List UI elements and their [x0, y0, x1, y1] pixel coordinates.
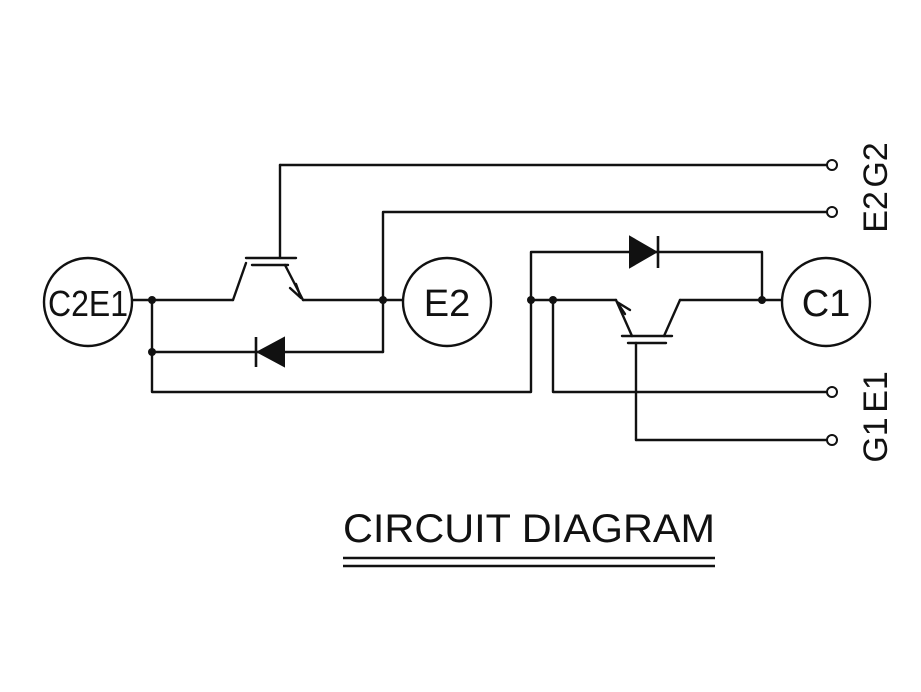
igbt1-symbol: [614, 298, 682, 442]
terminal-c1-label: C1: [802, 283, 851, 325]
terminal-e2-circle: [401, 256, 493, 348]
pin-g2-terminal: [826, 159, 838, 171]
junction-dot: [148, 348, 156, 356]
pin-g1-terminal: [826, 434, 838, 446]
diagram-title: CIRCUIT DIAGRAM: [343, 507, 715, 551]
diode2-symbol: [254, 336, 285, 368]
terminal-e2-label: E2: [424, 283, 470, 325]
diode1-symbol: [629, 235, 660, 269]
pin-g2-label: G2: [857, 142, 895, 187]
junction-dot: [758, 296, 766, 304]
terminal-c2e1-circle: [42, 256, 134, 348]
wire-e1: [551, 298, 831, 394]
pin-e2-terminal: [826, 206, 838, 218]
junction-dot: [148, 296, 156, 304]
wire-diode1-loop: [529, 250, 764, 302]
junction-dot: [379, 296, 387, 304]
terminal-c1-circle: [780, 256, 872, 348]
pin-e1-label: E1: [857, 371, 895, 413]
terminal-c2e1-label: C2E1: [48, 283, 128, 324]
wire-c2e1-bottom: [150, 298, 533, 394]
junction-dots: [148, 296, 766, 356]
wire-e2-aux: [381, 210, 831, 354]
junction-dot: [549, 296, 557, 304]
junction-dot: [527, 296, 535, 304]
pin-e1-terminal: [826, 386, 838, 398]
pin-g1-label: G1: [857, 417, 895, 462]
igbt2-symbol: [231, 163, 305, 302]
pin-e2-label: E2: [857, 191, 895, 233]
